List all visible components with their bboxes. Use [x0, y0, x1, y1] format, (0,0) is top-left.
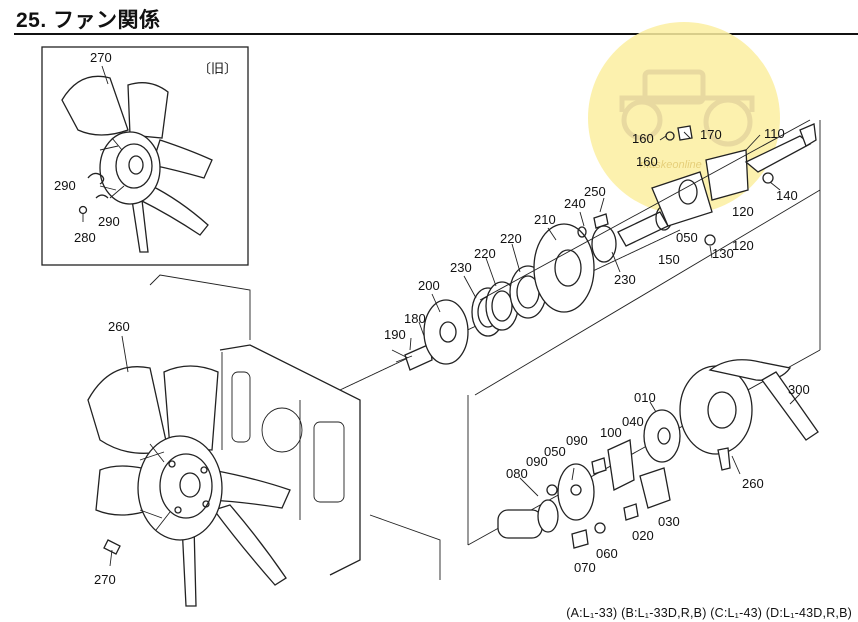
label-150: 150 [658, 252, 680, 267]
label-130: 130 [712, 246, 734, 261]
label-230-a: 230 [450, 260, 472, 275]
label-040: 040 [622, 414, 644, 429]
inset-fan-drawing [61, 75, 213, 253]
upper-hub-assembly [339, 119, 821, 546]
leader-lines [409, 131, 801, 497]
label-020: 020 [632, 528, 654, 543]
label-080: 080 [506, 466, 528, 481]
label-230-b: 230 [614, 272, 636, 287]
page-title: 25. ファン関係 [16, 9, 161, 32]
label-070: 070 [574, 560, 596, 575]
label-240: 240 [564, 196, 586, 211]
label-290-a: 290 [54, 178, 76, 193]
label-120-b: 120 [732, 238, 754, 253]
label-100: 100 [600, 425, 622, 440]
inset-old-version: 〔旧〕 270 290 290 280 [41, 46, 249, 266]
label-250: 250 [584, 184, 606, 199]
label-030: 030 [658, 514, 680, 529]
main-fan-drawing [87, 365, 291, 607]
label-050-lower: 050 [544, 444, 566, 459]
inset-tag: 〔旧〕 [198, 61, 237, 76]
label-270-main: 270 [94, 572, 116, 587]
label-090-a: 090 [566, 433, 588, 448]
engine-block-outline [149, 274, 441, 580]
label-160-a: 160 [632, 131, 654, 146]
label-170: 170 [700, 127, 722, 142]
label-210: 210 [534, 212, 556, 227]
label-140: 140 [776, 188, 798, 203]
label-220-a: 220 [474, 246, 496, 261]
label-280: 280 [74, 230, 96, 245]
label-260-fan: 260 [108, 319, 130, 334]
model-applicability-note: (A:L₁-33) (B:L₁-33D,R,B) (C:L₁-43) (D:L₁… [566, 606, 852, 620]
label-200: 200 [418, 278, 440, 293]
lower-pulley-assembly [497, 359, 819, 549]
label-270-inset: 270 [90, 50, 112, 65]
label-010: 010 [634, 390, 656, 405]
watermark-text: maskeonline [640, 159, 702, 171]
label-220-b: 220 [500, 231, 522, 246]
label-050-upper: 050 [676, 230, 698, 245]
label-110: 110 [764, 126, 785, 141]
label-060: 060 [596, 546, 618, 561]
title-rule [14, 33, 858, 35]
label-180: 180 [404, 311, 426, 326]
label-260-pulley: 260 [742, 476, 764, 491]
label-120-a: 120 [732, 204, 754, 219]
label-190: 190 [384, 327, 406, 342]
label-090-b: 090 [526, 454, 548, 469]
label-160-b: 160 [636, 154, 658, 169]
label-300: 300 [788, 382, 810, 397]
label-290-b: 290 [98, 214, 120, 229]
